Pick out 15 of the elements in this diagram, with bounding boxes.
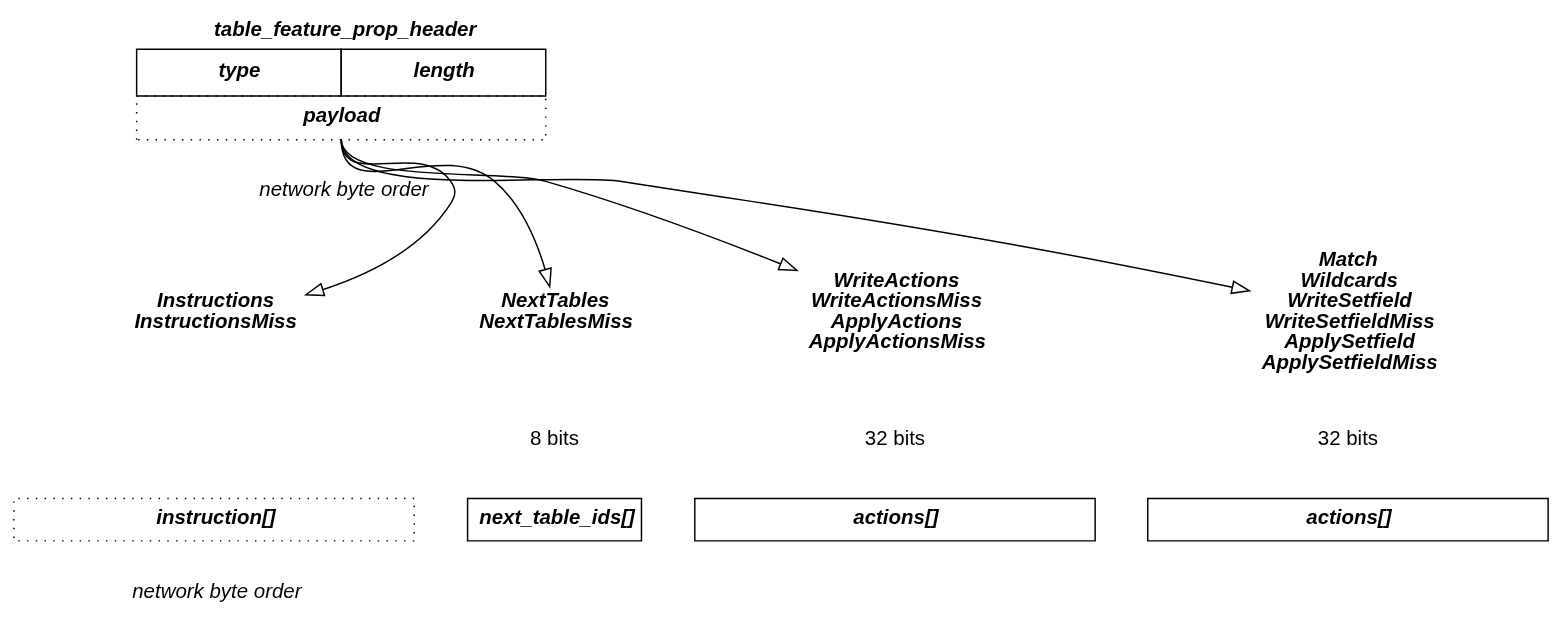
node-label: table_feature_prop_header xyxy=(214,16,477,40)
node-label: network byte order xyxy=(259,176,429,200)
node-box: actions[] xyxy=(694,497,1096,542)
arrow xyxy=(340,137,1252,294)
label: 8 bits xyxy=(530,425,579,449)
node-text: Instructions InstructionsMiss xyxy=(134,287,297,332)
label: 32 bits xyxy=(1317,425,1379,449)
node-text: Match Wildcards WriteSetfield WriteSetfieldMiss ApplySetfield ApplySetfieldMiss xyxy=(1261,246,1438,373)
node-box: next_table_ids[] xyxy=(466,497,643,542)
node-box: actions[] xyxy=(1147,497,1549,542)
node-box: instruction[] xyxy=(13,497,415,542)
node-text: NextTables NextTablesMiss xyxy=(479,287,633,332)
label: 32 bits xyxy=(864,425,926,449)
node-label: network byte order xyxy=(132,578,302,602)
node-text: WriteActions WriteActionsMiss ApplyActions ApplyActionsMiss xyxy=(808,267,986,352)
